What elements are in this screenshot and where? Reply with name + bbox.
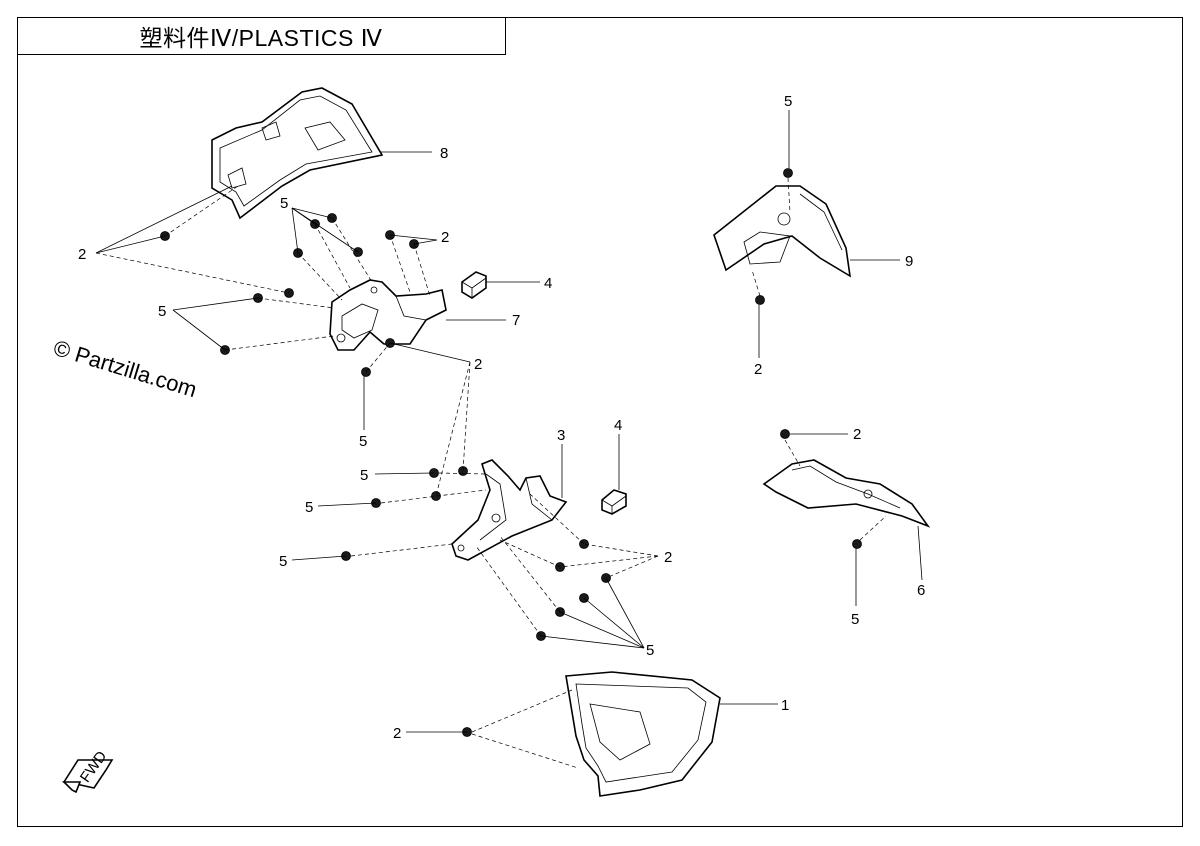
title-block: 塑料件Ⅳ/PLASTICS Ⅳ (17, 17, 506, 55)
callout-5: 5 (279, 553, 287, 570)
callout-5: 5 (158, 303, 166, 320)
callout-2: 2 (441, 229, 449, 246)
callout-2: 2 (754, 361, 762, 378)
part-1-cover (565, 671, 721, 797)
callout-labels: 8 5 2 2 4 5 7 2 5 5 2 9 3 4 5 5 5 2 5 2 … (78, 93, 925, 742)
callout-5: 5 (784, 93, 792, 110)
callout-2: 2 (853, 426, 861, 443)
callout-1: 1 (781, 697, 789, 714)
part-6-cover (762, 459, 931, 528)
drawing-frame (17, 17, 1183, 827)
part-8-cover (211, 87, 384, 220)
callout-3: 3 (557, 427, 565, 444)
part-4-block-lower (601, 489, 627, 515)
leader-lines (95, 110, 923, 769)
part-9-cover (713, 185, 852, 278)
callout-5: 5 (360, 467, 368, 484)
callout-5: 5 (851, 611, 859, 628)
callout-7: 7 (512, 312, 520, 329)
fasteners (160, 168, 862, 737)
callout-5: 5 (305, 499, 313, 516)
callout-5: 5 (280, 195, 288, 212)
callout-2: 2 (664, 549, 672, 566)
part-4-block-upper (461, 271, 487, 299)
callout-4: 4 (544, 275, 552, 292)
part-3-bracket (451, 459, 568, 561)
callout-2: 2 (78, 246, 86, 263)
callout-4: 4 (614, 417, 622, 434)
fwd-arrow: FWD (62, 748, 114, 794)
callout-6: 6 (917, 582, 925, 599)
callout-5: 5 (646, 642, 654, 659)
callout-5: 5 (359, 433, 367, 450)
page-title: 塑料件Ⅳ/PLASTICS Ⅳ (139, 24, 383, 51)
callout-2: 2 (393, 725, 401, 742)
callout-8: 8 (440, 145, 448, 162)
part-7-bracket (329, 279, 447, 351)
callout-2: 2 (474, 356, 482, 373)
callout-9: 9 (905, 253, 913, 270)
